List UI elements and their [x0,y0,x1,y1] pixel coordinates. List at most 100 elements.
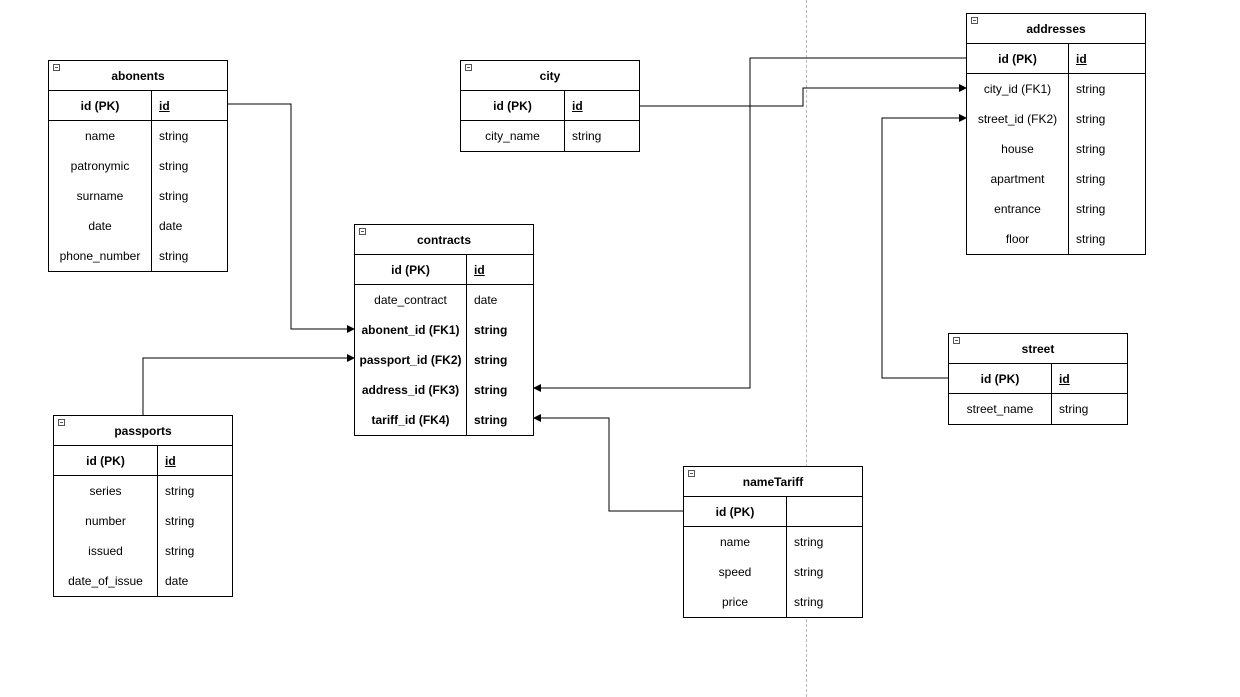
field-name: phone_number [49,241,152,271]
field-type: string [794,565,824,579]
field-type: string [794,595,824,609]
table-header[interactable]: addresses [967,14,1145,44]
field-type: string [159,189,189,203]
field-name: patronymic [49,151,152,181]
field-type: string [165,544,195,558]
field-name: series [54,476,158,506]
field-name: apartment [967,164,1069,194]
table-row-pk: id (PK) [684,497,862,527]
table-nametariff[interactable]: nameTariff id (PK) name string speed str… [683,466,863,618]
field-type: date [165,574,189,588]
table-title: contracts [416,232,472,247]
table-row: house string [967,134,1145,164]
table-header[interactable]: street [949,334,1127,364]
field-name: date_of_issue [54,566,158,596]
field-type: id [1059,371,1070,386]
field-type: string [572,129,602,143]
table-addresses[interactable]: addresses id (PK) id city_id (FK1) strin… [966,13,1146,255]
table-city[interactable]: city id (PK) id city_name string [460,60,640,152]
field-type: id [1076,51,1087,66]
field-type: string [474,383,508,397]
collapse-icon[interactable] [58,419,65,426]
field-name: entrance [967,194,1069,224]
collapse-icon[interactable] [971,17,978,24]
field-type: date [474,293,498,307]
field-type: date [159,219,183,233]
table-title: passports [114,423,172,438]
table-row-fk: address_id (FK3) string [355,375,533,405]
collapse-icon[interactable] [953,337,960,344]
field-name: name [49,121,152,151]
table-row-fk: passport_id (FK2) string [355,345,533,375]
field-type: string [165,514,195,528]
table-abonents[interactable]: abonents id (PK) id name string patronym… [48,60,228,272]
field-type: string [159,249,189,263]
field-name: date [49,211,152,241]
table-title: abonents [111,68,165,83]
table-header[interactable]: nameTariff [684,467,862,497]
field-name: abonent_id (FK1) [355,315,467,345]
field-type: string [165,484,195,498]
table-title: nameTariff [742,474,804,489]
field-name: id (PK) [49,91,152,120]
collapse-icon[interactable] [359,228,366,235]
table-row-fk: abonent_id (FK1) string [355,315,533,345]
table-title: addresses [1026,21,1086,36]
table-row: floor string [967,224,1145,254]
field-name: passport_id (FK2) [355,345,467,375]
field-type: string [1076,82,1106,96]
field-name: id (PK) [355,255,467,284]
relation-street-addresses [881,114,967,379]
table-row: number string [54,506,232,536]
field-type: string [1076,112,1106,126]
field-type: id [474,262,485,277]
table-row-pk: id (PK) id [461,91,639,121]
table-contracts[interactable]: contracts id (PK) id date_contract date … [354,224,534,436]
field-name: id (PK) [684,497,787,526]
field-type: id [572,98,583,113]
field-name: issued [54,536,158,566]
table-header[interactable]: passports [54,416,232,446]
field-name: tariff_id (FK4) [355,405,467,435]
field-name: city_id (FK1) [967,74,1069,104]
table-header[interactable]: abonents [49,61,227,91]
field-name: surname [49,181,152,211]
table-header[interactable]: city [461,61,639,91]
field-type [787,497,794,526]
table-row: patronymic string [49,151,227,181]
field-name: speed [684,557,787,587]
collapse-icon[interactable] [688,470,695,477]
table-row-pk: id (PK) id [949,364,1127,394]
field-name: street_name [949,394,1052,424]
relation-city-addresses [639,84,967,107]
field-type: string [474,323,508,337]
field-name: street_id (FK2) [967,104,1069,134]
field-name: price [684,587,787,617]
table-header[interactable]: contracts [355,225,533,255]
field-name: id (PK) [461,91,565,120]
table-row: city_id (FK1) string [967,74,1145,104]
field-name: address_id (FK3) [355,375,467,405]
field-name: city_name [461,121,565,151]
collapse-icon[interactable] [53,64,60,71]
table-row: date_contract date [355,285,533,315]
table-row: series string [54,476,232,506]
table-row-pk: id (PK) id [967,44,1145,74]
table-row: city_name string [461,121,639,151]
relation-nametariff-contracts [533,414,683,512]
collapse-icon[interactable] [465,64,472,71]
table-row: apartment string [967,164,1145,194]
relation-passports-contracts [142,354,355,415]
field-type: string [1076,232,1106,246]
table-passports[interactable]: passports id (PK) id series string numbe… [53,415,233,597]
field-type: string [474,353,508,367]
table-street[interactable]: street id (PK) id street_name string [948,333,1128,425]
field-name: name [684,527,787,557]
table-row: price string [684,587,862,617]
field-type: string [1059,402,1089,416]
table-row: name string [684,527,862,557]
table-row: date_of_issue date [54,566,232,596]
field-type: id [165,453,176,468]
